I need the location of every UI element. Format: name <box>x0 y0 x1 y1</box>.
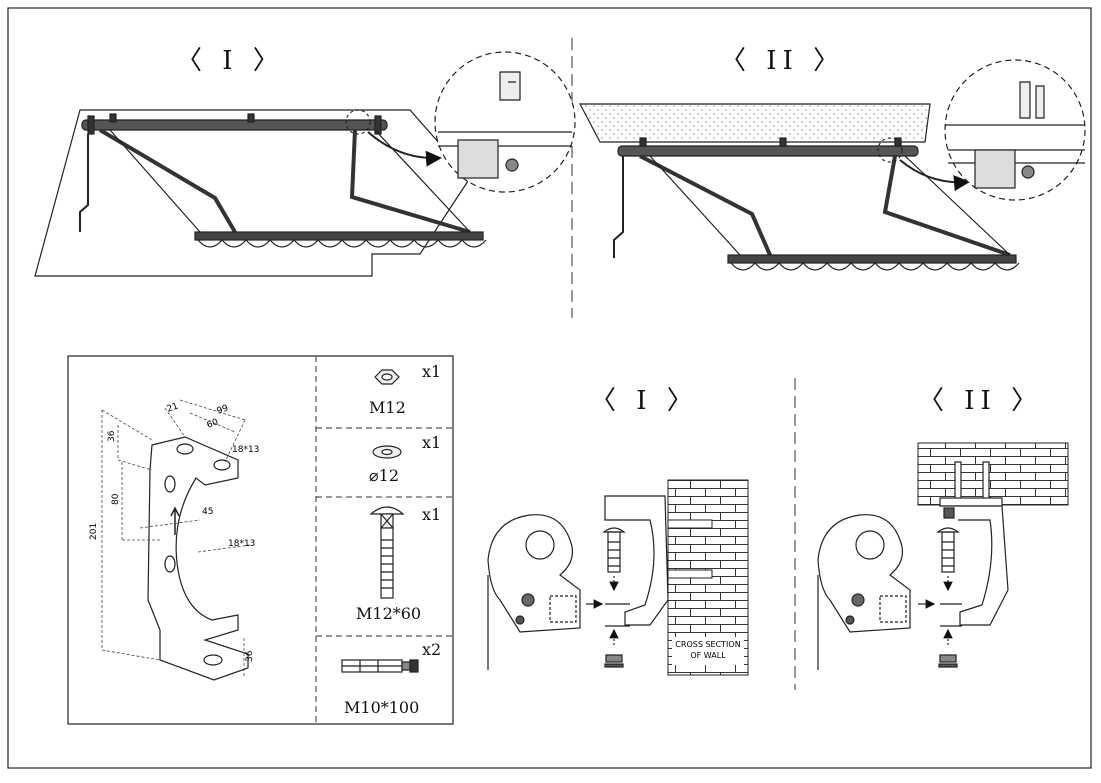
dim-18x13-mid: 18*13 <box>228 539 255 549</box>
top-panel-label-1: 〈 I 〉 <box>176 46 285 76</box>
wall-caption-line1: CROSS SECTION <box>675 640 740 649</box>
dim-21: 21 <box>166 402 180 415</box>
carriage-bolt-icon <box>369 506 405 599</box>
expansion-anchor-icon <box>341 659 419 673</box>
part-name-expansion-anchor: M10*100 <box>344 698 420 717</box>
dim-99: 99 <box>216 403 230 416</box>
dim-45: 45 <box>202 507 213 517</box>
dim-36-top: 36 <box>107 430 117 442</box>
wall-caption-line2: OF WALL <box>690 651 726 660</box>
top-panel-label-2: 〈 II 〉 <box>720 46 846 76</box>
part-qty-expansion-anchor: x2 <box>422 640 442 659</box>
hex-nut-icon <box>374 369 400 385</box>
awning-wall-mount-illustration <box>34 51 576 277</box>
part-qty-hex-nut: x1 <box>422 362 442 381</box>
bottom-panel-label-2: 〈 II 〉 <box>918 386 1044 416</box>
page-frame <box>7 7 1092 769</box>
washer-icon <box>372 445 402 459</box>
bottom-panel-label-1: 〈 I 〉 <box>590 386 699 416</box>
dim-18x13-top: 18*13 <box>232 445 259 455</box>
part-name-hex-nut: M12 <box>369 398 406 417</box>
ceiling-mount-section-drawing <box>817 461 1009 670</box>
brick-ceiling-section <box>917 442 1069 506</box>
dim-80: 80 <box>111 493 121 505</box>
part-name-carriage-bolt: M12*60 <box>356 604 422 623</box>
dim-201: 201 <box>89 523 99 540</box>
awning-ceiling-mount-illustration <box>579 59 1086 271</box>
dim-36-bottom: 36 <box>245 650 255 662</box>
part-qty-carriage-bolt: x1 <box>422 505 442 524</box>
parts-box <box>67 355 454 725</box>
dim-60: 60 <box>206 417 220 430</box>
part-qty-washer: x1 <box>422 433 442 452</box>
part-name-washer: ⌀12 <box>369 466 399 485</box>
mounting-bracket-drawing <box>101 399 251 681</box>
wall-mount-section-drawing <box>487 495 669 670</box>
